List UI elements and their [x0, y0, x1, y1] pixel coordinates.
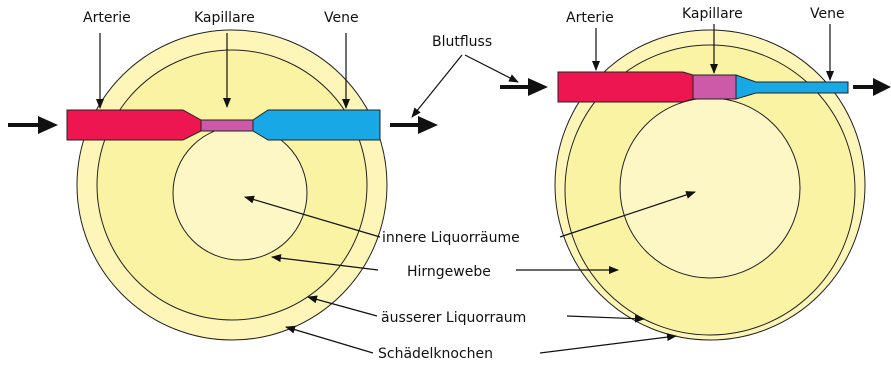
right-head: [555, 30, 865, 340]
right-arterie-label: Arterie: [566, 10, 614, 26]
left-inflow-arrow: [8, 116, 58, 134]
schaedelknochen-label: Schädelknochen: [378, 346, 493, 362]
right-kapillare-label: Kapillare: [682, 6, 743, 22]
left-artery: [67, 110, 201, 140]
left-inner-csf-space: [173, 126, 307, 260]
left-capillary: [201, 120, 253, 131]
blutfluss-pointer-right: [465, 55, 518, 82]
right-capillary: [693, 75, 736, 99]
blutfluss-pointer-left: [412, 55, 462, 117]
left-arterie-label: Arterie: [83, 10, 131, 26]
right-inner-csf-space: [620, 98, 800, 278]
right-inflow-arrow: [500, 78, 548, 96]
left-vein: [253, 110, 380, 140]
blutfluss-label: Blutfluss: [432, 34, 492, 50]
left-outflow-arrow: [390, 116, 438, 134]
left-kapillare-label: Kapillare: [194, 10, 255, 26]
skull-pointer-right: [540, 336, 676, 353]
left-vene-label: Vene: [324, 10, 359, 26]
right-outflow-arrow: [853, 78, 891, 96]
hirngewebe-label: Hirngewebe: [407, 264, 491, 280]
skull-pointer-left: [286, 327, 373, 353]
innere-liquorraeume-label: innere Liquorräume: [382, 230, 520, 246]
right-vene-label: Vene: [810, 6, 845, 22]
aeusserer-liquorraum-label: äusserer Liquorraum: [381, 310, 526, 326]
right-artery: [558, 72, 693, 102]
